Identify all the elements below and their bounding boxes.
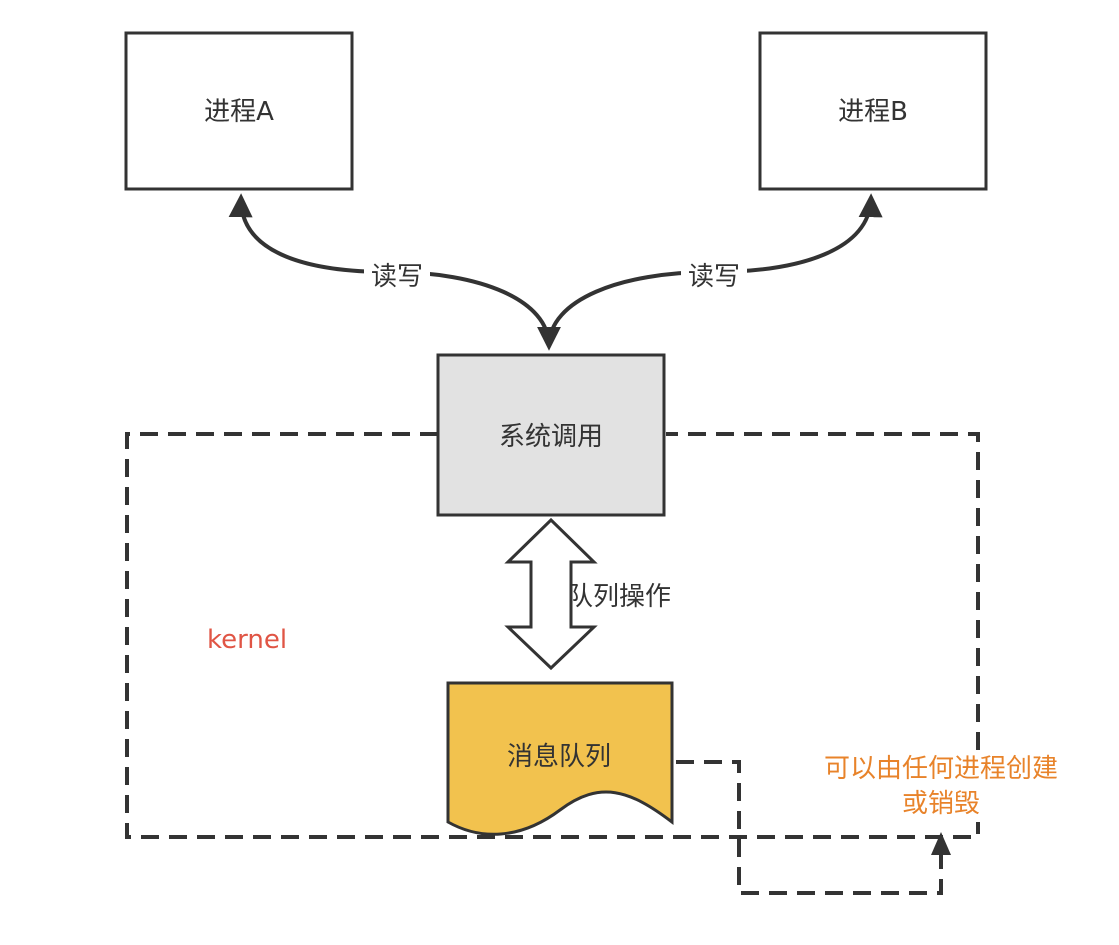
syscall-label: 系统调用	[499, 422, 603, 452]
message-queue-shape	[446, 681, 674, 836]
connector-arrowhead	[931, 832, 951, 855]
note-bg	[805, 752, 1075, 822]
note-line-1: 可以由任何进程创建	[824, 754, 1058, 784]
queue-to-note-connector	[676, 760, 943, 895]
kernel-boundary	[125, 432, 980, 839]
queue-op-double-arrow	[504, 517, 598, 671]
rw-left-label-bg	[364, 258, 430, 292]
syscall-box	[436, 353, 666, 517]
rw-left-label: 读写	[371, 262, 423, 292]
message-queue-label: 消息队列	[507, 742, 611, 772]
queue-op-label: 队列操作	[567, 582, 671, 612]
rw-right-label: 读写	[688, 262, 740, 292]
process-a-label: 进程A	[204, 97, 274, 127]
kernel-label: kernel	[207, 625, 287, 655]
note-line-2: 或销毁	[902, 789, 980, 819]
process-b-box	[758, 31, 988, 191]
rw-right-label-bg	[681, 258, 747, 292]
process-b-label: 进程B	[838, 97, 908, 127]
process-a-box	[124, 31, 354, 191]
